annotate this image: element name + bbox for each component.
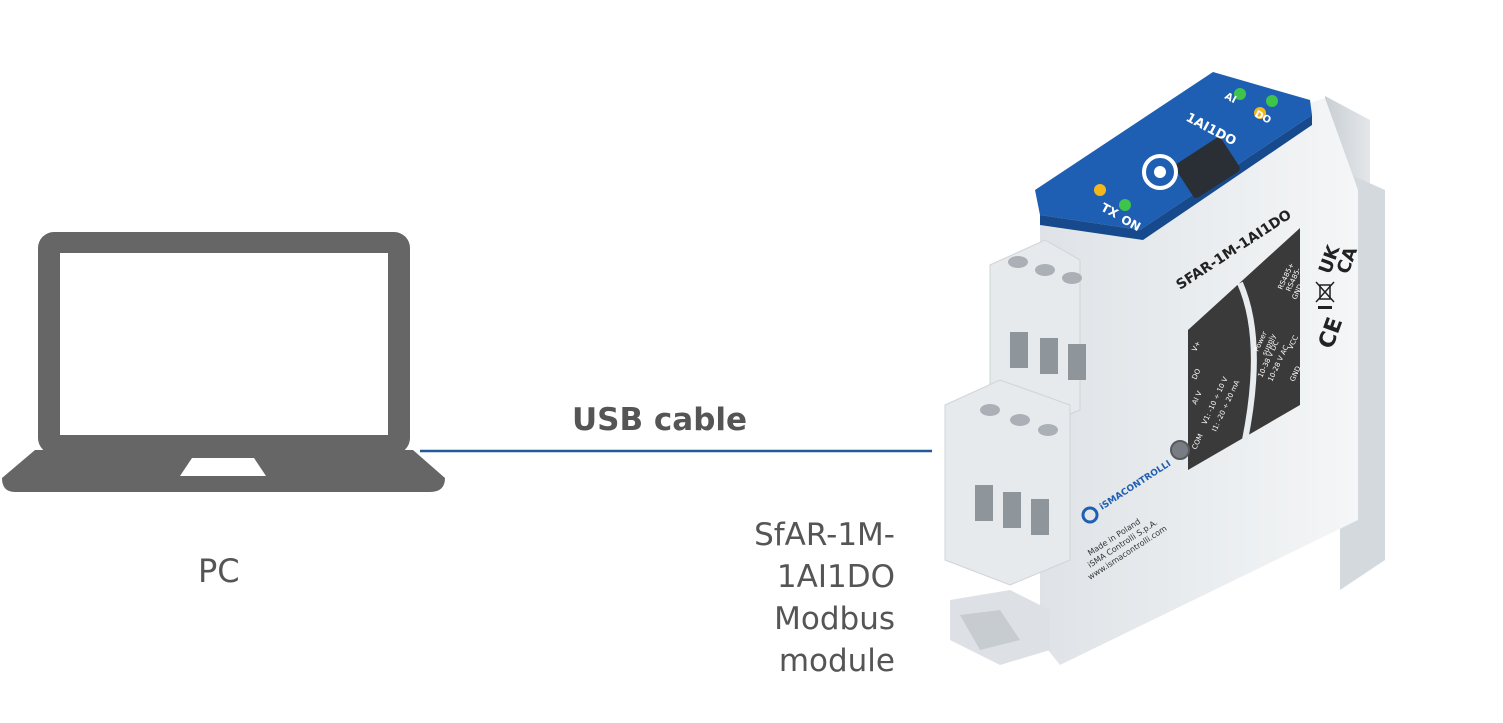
top-display xyxy=(1174,137,1240,198)
terminal-screw xyxy=(1008,256,1028,268)
laptop-screen xyxy=(60,253,388,435)
module-label-line: module xyxy=(778,643,895,679)
terminal-screw xyxy=(1035,264,1055,276)
led-tx xyxy=(1094,184,1106,196)
module-label: SfAR-1M- 1AI1DO Modbus module xyxy=(675,514,895,682)
usb-cable-label: USB cable xyxy=(572,402,748,438)
terminal-screw xyxy=(1038,424,1058,436)
terminal-block-bottom xyxy=(944,379,1071,586)
front-label-panel xyxy=(1188,228,1300,470)
led-ai-label: AI xyxy=(1223,91,1238,106)
laptop-touchpad xyxy=(180,458,266,476)
terminal-slot xyxy=(1068,344,1086,380)
modbus-module-image: TX ON AI DO 1AI1DO SFAR-1M-1AI1DO V+ DO … xyxy=(944,72,1385,665)
terminal-slot xyxy=(1003,492,1021,528)
module-label-line: SfAR-1M- xyxy=(754,517,895,553)
led-on xyxy=(1119,199,1131,211)
din-clip-slot xyxy=(960,610,1020,650)
terminal-screw xyxy=(1062,272,1082,284)
terminal-screw xyxy=(1010,414,1030,426)
panel-divider xyxy=(1237,281,1257,441)
usb-port xyxy=(1170,440,1190,460)
terminal-slot xyxy=(1010,332,1028,368)
led-ai xyxy=(1234,88,1246,100)
led-do xyxy=(1254,107,1266,119)
module-label-line: Modbus xyxy=(774,601,895,637)
isma-logo-icon xyxy=(1142,154,1178,190)
terminal-label: V+ xyxy=(1191,340,1203,353)
laptop-icon xyxy=(2,232,445,492)
terminal-slot xyxy=(1031,499,1049,535)
terminal-screw xyxy=(980,404,1000,416)
terminal-slot xyxy=(975,485,993,521)
terminal-slot xyxy=(1040,338,1058,374)
isma-logo-icon-dot xyxy=(1154,166,1166,178)
isma-brand-icon xyxy=(1081,506,1099,524)
module-top-edge xyxy=(1040,115,1312,240)
module-label-line: 1AI1DO xyxy=(776,559,895,595)
weee-bin-icon xyxy=(1315,281,1335,309)
led-ai2 xyxy=(1266,95,1278,107)
pc-label: PC xyxy=(198,552,240,590)
